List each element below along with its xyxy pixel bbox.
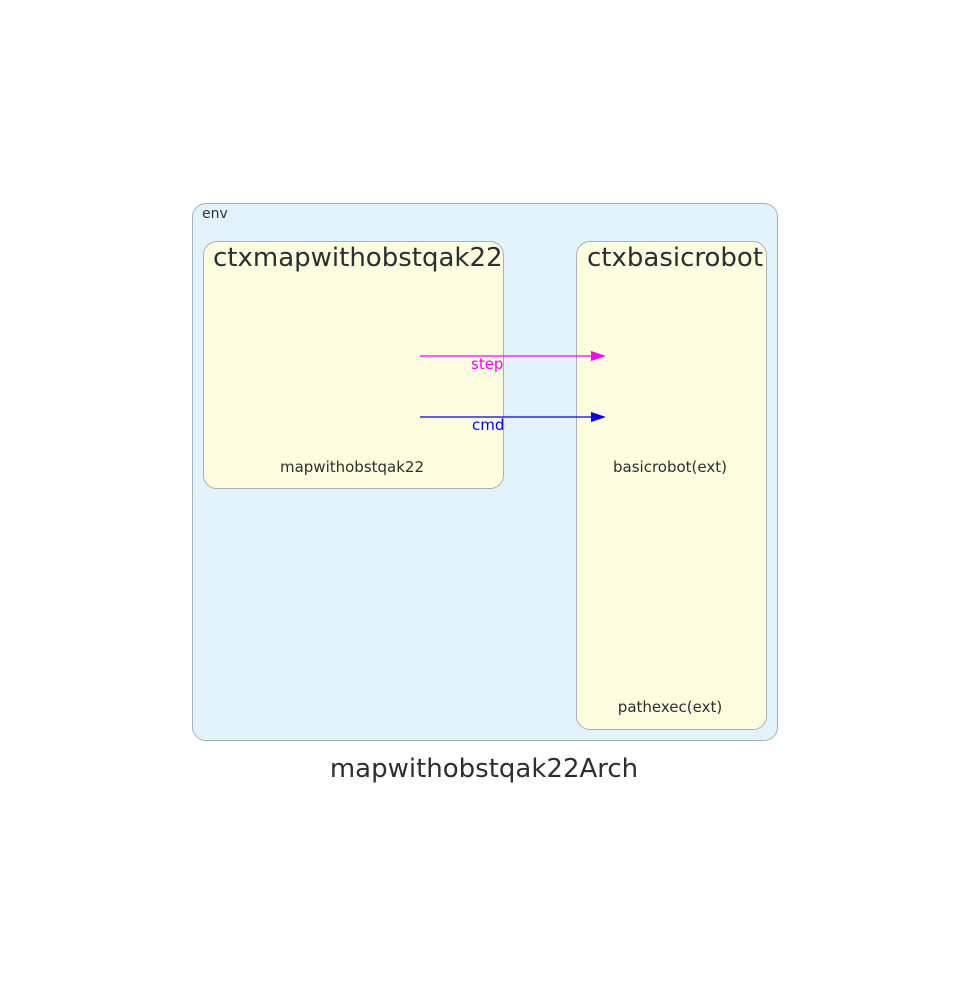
ctxbasicrobot-cluster-label: ctxbasicrobot <box>587 243 764 273</box>
node-pathexec: pathexec(ext) <box>617 698 723 716</box>
edge-cmd-label: cmd <box>472 416 505 434</box>
node-mapwithobstqak22: mapwithobstqak22 <box>279 458 425 476</box>
ctxbasicrobot-cluster <box>576 241 767 730</box>
diagram-title: mapwithobstqak22Arch <box>329 754 639 784</box>
ctxmapwithobstqak22-cluster-label: ctxmapwithobstqak22 <box>213 243 503 273</box>
ctxmapwithobstqak22-cluster <box>203 241 504 489</box>
edge-step-label: step <box>471 355 504 373</box>
env-cluster-label: env <box>202 206 228 222</box>
node-basicrobot: basicrobot(ext) <box>613 458 727 476</box>
